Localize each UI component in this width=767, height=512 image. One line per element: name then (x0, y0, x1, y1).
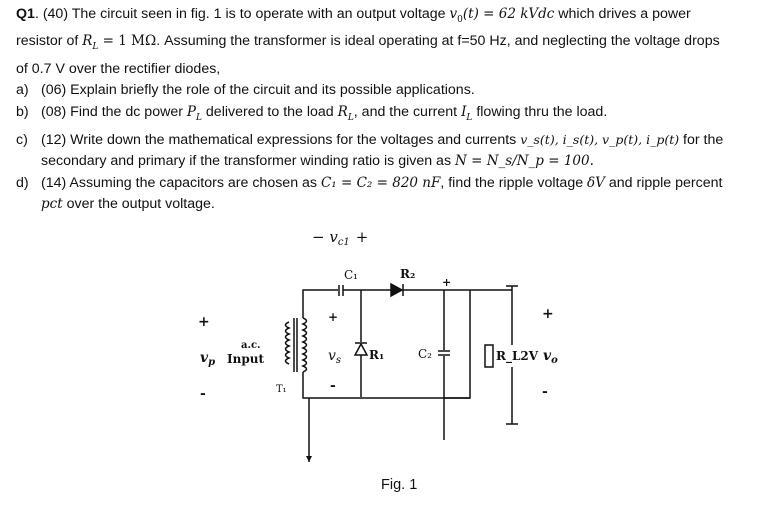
c1-label: C₁ (344, 268, 358, 282)
part-d: d)(14) Assuming the capacitors are chose… (16, 174, 723, 191)
ac-label: a.c. (241, 340, 261, 351)
vp-minus: - (200, 386, 206, 402)
question-number: Q1 (16, 6, 35, 22)
vc1-label: − vc1+ (312, 228, 368, 248)
vo-label: vo (543, 348, 558, 366)
question-intro: Q1. (40) The circuit seen in fig. 1 is t… (16, 6, 691, 25)
part-a: a)(06) Explain briefly the role of the c… (16, 82, 475, 99)
vp-label: vp (200, 350, 215, 368)
resistor-rl (484, 344, 494, 368)
question-line-3: of 0.7 V over the rectifier diodes, (16, 60, 221, 77)
vs-plus: + (328, 310, 338, 324)
vo-minus: - (542, 384, 548, 400)
part-c: c)(12) Write down the mathematical expre… (16, 131, 724, 148)
diode-r1 (353, 342, 369, 356)
c2-plus: + (442, 276, 451, 289)
question-text: Q1. (40) The circuit seen in fig. 1 is t… (16, 4, 744, 216)
question-line-2: resistor of RL = 1 MΩ. Assuming the tran… (16, 33, 720, 53)
figure-caption: Fig. 1 (381, 477, 418, 493)
diode-r2 (390, 282, 404, 298)
t1-label: T₁ (276, 384, 287, 395)
primary-coil (284, 321, 291, 365)
input-label: Input (227, 352, 264, 366)
part-c-cont: secondary and primary if the transformer… (41, 153, 594, 170)
c2-label: C₂ (418, 347, 432, 361)
vs-minus: - (330, 378, 336, 394)
part-b: b)(08) Find the dc power PL delivered to… (16, 103, 608, 123)
vs-label: vs (328, 348, 341, 366)
vp-plus: + (198, 314, 210, 330)
r1-label: R₁ (369, 348, 384, 362)
secondary-coil (301, 317, 308, 373)
rl-label: R_L2V (496, 349, 539, 364)
r2-label: R₂ (400, 267, 415, 281)
wire-top-left (302, 289, 338, 318)
vo-plus: + (542, 306, 554, 322)
wire-bottom (302, 372, 361, 399)
part-d-cont: pct over the output voltage. (41, 196, 215, 213)
